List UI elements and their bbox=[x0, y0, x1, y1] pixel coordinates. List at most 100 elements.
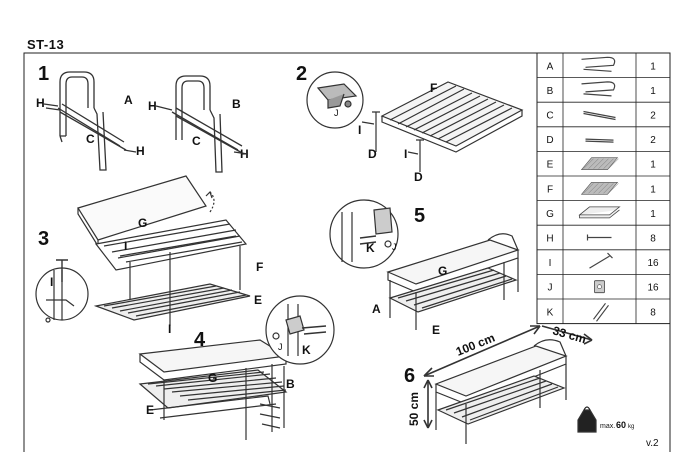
step-1-number: 1 bbox=[38, 63, 49, 85]
svg-text:B: B bbox=[286, 377, 295, 391]
parts-row-i: I 16 bbox=[549, 252, 659, 269]
key-k-icon bbox=[593, 302, 609, 322]
max-load-value: 60 bbox=[616, 420, 626, 430]
part-qty: 16 bbox=[647, 283, 659, 294]
step-6-diagram: 6 bbox=[404, 325, 597, 444]
max-load-unit: kg bbox=[628, 424, 634, 430]
step-5-number: 5 bbox=[414, 205, 425, 227]
part-qty: 2 bbox=[650, 111, 656, 122]
step-4-number: 4 bbox=[194, 329, 206, 351]
part-letter: B bbox=[547, 86, 554, 97]
svg-text:K: K bbox=[366, 241, 375, 255]
frame-b-drawing bbox=[175, 75, 211, 140]
shelf-e-icon bbox=[580, 157, 619, 170]
svg-text:A: A bbox=[372, 302, 381, 316]
part-letter: I bbox=[549, 258, 552, 269]
frame-a-drawing bbox=[59, 71, 95, 136]
screw-h-icon bbox=[586, 234, 612, 241]
part-letter: D bbox=[546, 135, 553, 146]
svg-text:J: J bbox=[334, 108, 339, 118]
step-6-labels: 100 cm 33 cm 50 cm max. 60 kg bbox=[407, 323, 634, 430]
svg-text:J: J bbox=[278, 342, 283, 352]
part-letter: E bbox=[547, 160, 554, 171]
dimension-depth: 33 cm bbox=[551, 323, 588, 346]
step-3-number: 3 bbox=[38, 228, 49, 250]
svg-text:F: F bbox=[430, 81, 437, 95]
step-1-diagram: 1 bbox=[38, 63, 245, 173]
frame-b-icon bbox=[581, 81, 616, 97]
svg-text:E: E bbox=[146, 403, 154, 417]
part-qty: 1 bbox=[650, 184, 656, 195]
step-3-diagram: 3 bbox=[35, 175, 251, 326]
step-5-labels: K J G A E bbox=[366, 241, 447, 337]
part-letter: J bbox=[548, 283, 553, 294]
part-letter: G bbox=[546, 209, 554, 220]
part-letter: K bbox=[547, 307, 554, 318]
svg-text:H: H bbox=[148, 99, 157, 113]
step-4-labels: G B E J K bbox=[146, 342, 311, 417]
step-4-diagram: 4 bbox=[138, 295, 335, 440]
bar-c-icon bbox=[583, 110, 616, 121]
part-letter: F bbox=[547, 184, 553, 195]
svg-text:I: I bbox=[168, 322, 171, 336]
step-6-number: 6 bbox=[404, 365, 415, 387]
svg-text:I: I bbox=[404, 147, 407, 161]
step-1-labels: H A C H H B C H bbox=[36, 93, 249, 161]
svg-text:E: E bbox=[432, 323, 440, 337]
part-qty: 1 bbox=[650, 61, 656, 72]
svg-text:D: D bbox=[414, 170, 423, 184]
part-qty: 16 bbox=[647, 258, 659, 269]
cushion-g-drawing bbox=[77, 175, 207, 241]
step-1-screws bbox=[43, 103, 249, 155]
svg-text:G: G bbox=[438, 264, 447, 278]
step-2-diagram: 2 bbox=[296, 63, 524, 172]
part-qty: 2 bbox=[650, 135, 656, 146]
bolt-i-icon bbox=[589, 252, 613, 269]
weight-icon bbox=[577, 409, 597, 433]
step-5-diagram: 5 bbox=[329, 199, 520, 330]
bar-d-icon bbox=[585, 138, 614, 143]
part-letter: A bbox=[547, 61, 554, 72]
shelf-f-drawing bbox=[380, 81, 524, 153]
svg-text:I: I bbox=[50, 275, 53, 289]
part-letter: C bbox=[546, 111, 553, 122]
svg-text:I: I bbox=[124, 239, 127, 253]
part-qty: 1 bbox=[650, 160, 656, 171]
dimension-height: 50 cm bbox=[407, 392, 421, 426]
step-2-labels: F J I D I D bbox=[334, 81, 437, 184]
step-3-labels: G I F E I I bbox=[50, 216, 263, 336]
part-qty: 1 bbox=[650, 209, 656, 220]
svg-text:I: I bbox=[358, 123, 361, 137]
max-load-prefix: max. bbox=[600, 423, 615, 430]
svg-text:C: C bbox=[86, 132, 95, 146]
svg-text:H: H bbox=[136, 144, 145, 158]
nut-j-icon bbox=[594, 280, 605, 294]
version-label: v.2 bbox=[646, 438, 659, 449]
document-title: ST-13 bbox=[27, 37, 65, 52]
svg-text:C: C bbox=[192, 134, 201, 148]
svg-text:G: G bbox=[138, 216, 147, 230]
svg-text:J: J bbox=[392, 242, 397, 252]
svg-text:B: B bbox=[232, 97, 241, 111]
cushion-g-icon bbox=[578, 206, 621, 219]
frame-a-icon bbox=[581, 56, 616, 72]
svg-text:F: F bbox=[256, 260, 263, 274]
part-qty: 1 bbox=[650, 86, 656, 97]
svg-text:A: A bbox=[124, 93, 133, 107]
svg-text:K: K bbox=[302, 343, 311, 357]
part-qty: 8 bbox=[650, 234, 656, 245]
part-letter: H bbox=[546, 234, 553, 245]
step-2-number: 2 bbox=[296, 63, 307, 85]
svg-text:G: G bbox=[208, 371, 217, 385]
part-qty: 8 bbox=[650, 307, 656, 318]
